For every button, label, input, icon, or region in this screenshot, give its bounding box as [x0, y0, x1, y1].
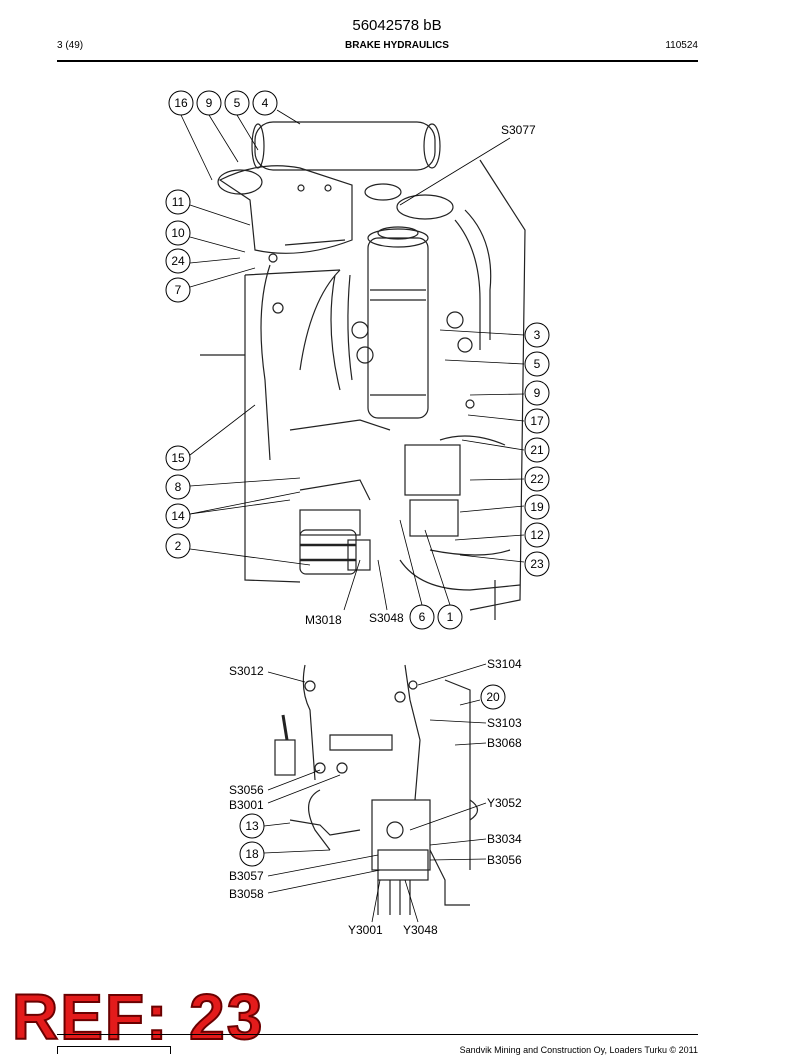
callout-circle: 15 — [165, 445, 191, 471]
callout-circle: 21 — [524, 437, 550, 463]
svg-text:4: 4 — [262, 96, 269, 110]
svg-text:23: 23 — [530, 557, 544, 571]
label-b3068: B3068 — [487, 736, 522, 750]
label-b3058: B3058 — [229, 887, 264, 901]
callout-circle: 24 — [165, 248, 191, 274]
callout-circle: 1 — [437, 604, 463, 630]
bottom-callouts: 20 13 18 — [239, 684, 506, 867]
svg-text:17: 17 — [530, 414, 544, 428]
top-text-labels: S3077 M3018 S3048 — [305, 123, 536, 627]
svg-text:19: 19 — [530, 500, 544, 514]
bottom-assembly-drawing — [274, 664, 479, 915]
bottom-leader-lines — [263, 663, 487, 923]
callout-circle: 8 — [165, 474, 191, 500]
svg-text:5: 5 — [534, 357, 541, 371]
label-s3104: S3104 — [487, 657, 522, 671]
document-number: 56042578 bB — [352, 17, 442, 34]
svg-text:14: 14 — [171, 509, 185, 523]
page-number: 3 (49) — [57, 40, 84, 51]
header-rule — [57, 60, 698, 62]
top-assembly-drawing — [200, 121, 526, 620]
footer-copyright: Sandvik Mining and Construction Oy, Load… — [459, 1045, 698, 1055]
label-b3001: B3001 — [229, 798, 264, 812]
svg-text:16: 16 — [174, 96, 188, 110]
svg-text:11: 11 — [172, 195, 185, 209]
callout-circle: 2 — [165, 533, 191, 559]
label-s3048: S3048 — [369, 611, 404, 625]
svg-text:2: 2 — [175, 539, 182, 553]
callout-circle: 9 — [196, 90, 222, 116]
callout-circle: 3 — [524, 322, 550, 348]
label-y3048: Y3048 — [403, 923, 438, 937]
callout-circle: 13 — [239, 813, 265, 839]
svg-text:20: 20 — [486, 690, 500, 704]
top-leader-lines — [180, 109, 525, 611]
svg-text:12: 12 — [530, 528, 544, 542]
top-callouts: 16 9 5 4 11 10 24 7 3 5 9 17 21 15 8 22 … — [165, 90, 550, 630]
callout-circle: 22 — [524, 466, 550, 492]
callout-circle: 4 — [252, 90, 278, 116]
company-logo — [57, 1046, 171, 1054]
svg-text:3: 3 — [534, 328, 541, 342]
callout-circle: 10 — [165, 220, 191, 246]
callout-circle: 11 — [165, 189, 191, 215]
svg-text:18: 18 — [245, 847, 259, 861]
label-s3103: S3103 — [487, 716, 522, 730]
svg-text:9: 9 — [534, 386, 541, 400]
label-s3012: S3012 — [229, 664, 264, 678]
label-b3034: B3034 — [487, 832, 522, 846]
page-title: BRAKE HYDRAULICS — [345, 40, 449, 51]
svg-text:7: 7 — [175, 283, 182, 297]
svg-text:22: 22 — [530, 472, 544, 486]
svg-text:9: 9 — [206, 96, 213, 110]
callout-circle: 20 — [480, 684, 506, 710]
label-b3057: B3057 — [229, 869, 264, 883]
callout-circle: 19 — [524, 494, 550, 520]
label-b3056: B3056 — [487, 853, 522, 867]
svg-text:13: 13 — [245, 819, 259, 833]
svg-text:8: 8 — [175, 480, 182, 494]
label-y3001: Y3001 — [348, 923, 383, 937]
svg-text:21: 21 — [530, 443, 544, 457]
callout-circle: 16 — [168, 90, 194, 116]
callout-circle: 7 — [165, 277, 191, 303]
svg-text:5: 5 — [234, 96, 241, 110]
svg-text:15: 15 — [171, 451, 185, 465]
svg-text:6: 6 — [419, 610, 426, 624]
callout-circle: 6 — [409, 604, 435, 630]
label-s3077: S3077 — [501, 123, 536, 137]
svg-text:1: 1 — [447, 610, 454, 624]
svg-text:10: 10 — [171, 226, 185, 240]
callout-circle: 14 — [165, 503, 191, 529]
callout-circle: 5 — [224, 90, 250, 116]
callout-circle: 17 — [524, 408, 550, 434]
callout-circle: 18 — [239, 841, 265, 867]
callout-circle: 12 — [524, 522, 550, 548]
svg-text:24: 24 — [171, 254, 185, 268]
footer-rule — [57, 1034, 698, 1035]
callout-circle: 9 — [524, 380, 550, 406]
label-s3056: S3056 — [229, 783, 264, 797]
ref-stamp: REF: 23 — [11, 981, 265, 1053]
document-date: 110524 — [665, 40, 698, 51]
callout-circle: 23 — [524, 551, 550, 577]
bottom-text-labels: S3012 S3104 S3103 B3068 S3056 B3001 Y305… — [229, 657, 522, 937]
callout-circle: 5 — [524, 351, 550, 377]
label-y3052: Y3052 — [487, 796, 522, 810]
label-m3018: M3018 — [305, 613, 342, 627]
